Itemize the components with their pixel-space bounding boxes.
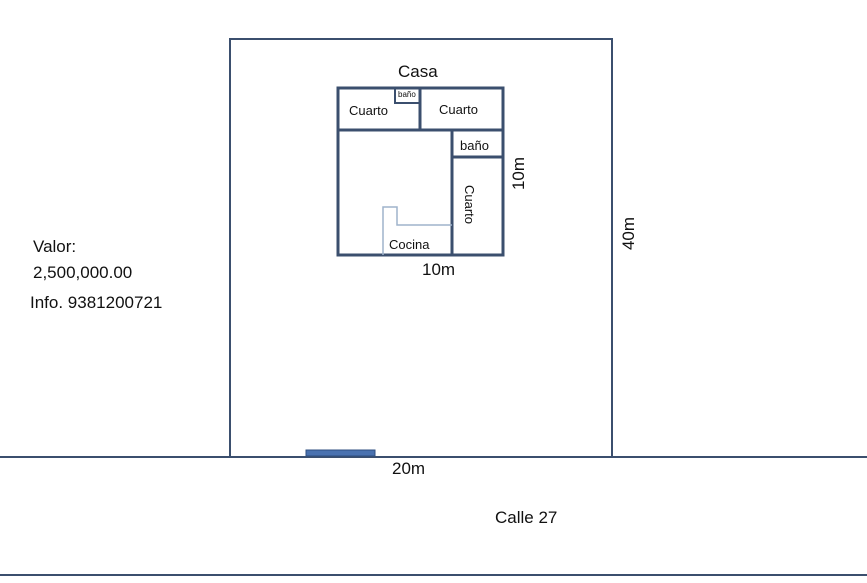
house-depth-label: 10m	[509, 156, 529, 191]
house-plan	[336, 86, 505, 257]
house-title: Casa	[398, 62, 438, 81]
lot-boundary	[229, 38, 613, 457]
gate	[305, 449, 376, 457]
kitchen-counter	[382, 206, 452, 255]
room-cuarto-right: Cuarto	[462, 184, 478, 225]
lot-depth-label: 40m	[619, 216, 639, 251]
room-cuarto-top-right: Cuarto	[439, 102, 479, 117]
value-label: Valor:	[33, 237, 77, 256]
room-cuarto-top-left: Cuarto	[349, 103, 389, 118]
street-name: Calle 27	[495, 508, 558, 527]
room-bano-right: baño	[460, 138, 489, 153]
room-bano-small: baño	[398, 90, 416, 99]
room-cocina: Cocina	[389, 237, 430, 252]
value-amount: 2,500,000.00	[33, 263, 133, 282]
house-width-label: 10m	[422, 260, 456, 279]
lot-width-label: 20m	[392, 459, 426, 478]
contact-info: Info. 9381200721	[30, 293, 163, 312]
